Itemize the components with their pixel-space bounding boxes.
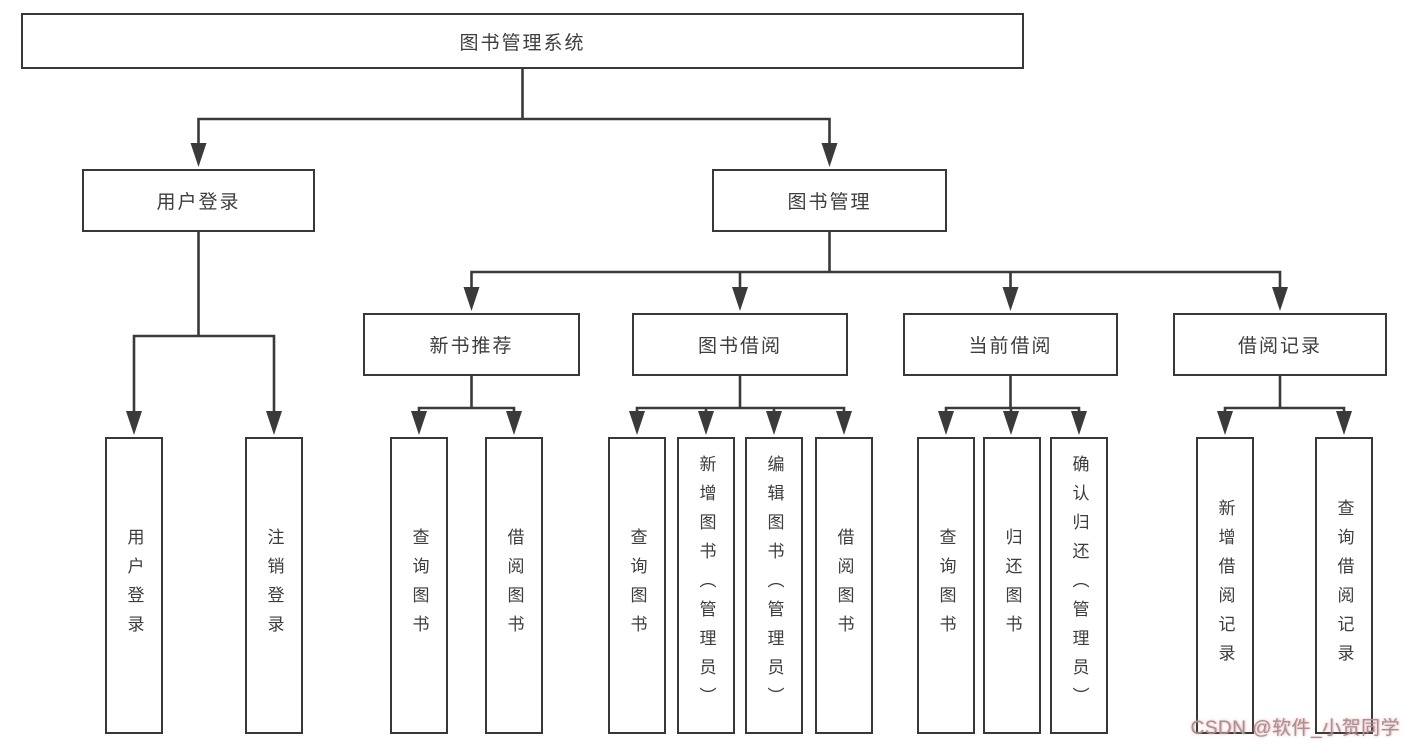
node-book-borrowing: 图书借阅 xyxy=(632,313,848,376)
node-library-system: 图书管理系统 xyxy=(21,13,1024,69)
leaf-confirm-return-admin: 确认归还（管理员） xyxy=(1050,437,1108,734)
leaf-return-book: 归还图书 xyxy=(983,437,1041,734)
leaf-add-borrow-record: 新增借阅记录 xyxy=(1196,437,1254,734)
node-current-borrowing: 当前借阅 xyxy=(903,313,1118,376)
leaf-query-borrow-record: 查询借阅记录 xyxy=(1315,437,1373,734)
node-borrow-records: 借阅记录 xyxy=(1173,313,1387,376)
leaf-edit-book-admin: 编辑图书（管理员） xyxy=(745,437,803,734)
leaf-query-books-recommend: 查询图书 xyxy=(390,437,448,734)
node-new-book-recommend: 新书推荐 xyxy=(363,313,580,376)
leaf-query-books-borrowing: 查询图书 xyxy=(608,437,666,734)
node-book-management-branch: 图书管理 xyxy=(712,169,947,232)
leaf-query-books-current: 查询图书 xyxy=(917,437,975,734)
leaf-add-book-admin: 新增图书（管理员） xyxy=(677,437,735,734)
csdn-watermark: CSDN @软件_小贺同学 xyxy=(1190,718,1400,739)
leaf-borrow-books-borrowing: 借阅图书 xyxy=(815,437,873,734)
leaf-logout: 注销登录 xyxy=(245,437,303,734)
node-user-login-branch: 用户登录 xyxy=(82,169,315,232)
leaf-borrow-books-recommend: 借阅图书 xyxy=(485,437,543,734)
leaf-user-login: 用户登录 xyxy=(105,437,163,734)
